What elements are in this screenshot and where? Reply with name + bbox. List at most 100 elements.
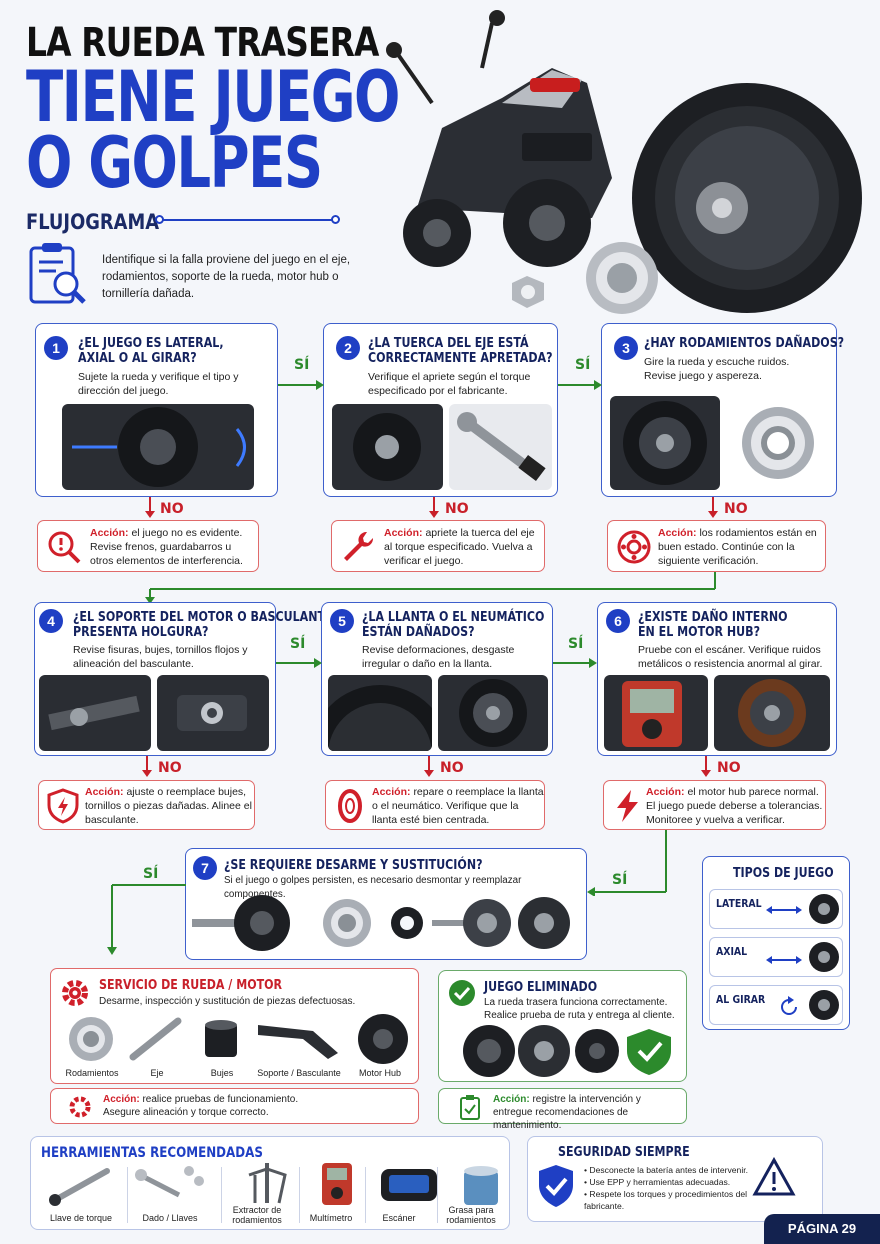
photo-wheel-check <box>62 404 254 490</box>
connector-arrow-back <box>587 830 667 896</box>
yes-label: SÍ <box>612 872 628 888</box>
servicio-description: Desarme, inspección y sustitución de pie… <box>99 996 356 1007</box>
step-number: 2 <box>336 336 360 360</box>
step-number: 4 <box>39 609 63 633</box>
intro-text: Identifique si la falla proviene del jue… <box>102 254 351 300</box>
eliminado-panel: JUEGO ELIMINADO La rueda trasera funcion… <box>438 970 687 1082</box>
tipo-lateral: LATERAL <box>709 889 843 929</box>
arrow-right-icon <box>276 658 322 668</box>
no-label: NO <box>440 760 464 776</box>
subtitle: FLUJOGRAMA <box>26 210 160 234</box>
eliminado-description: La rueda trasera funciona correctamente.… <box>484 997 675 1021</box>
components-image <box>192 895 570 951</box>
tipo-al-girar: AL GIRAR <box>709 985 843 1025</box>
lightning-icon <box>617 790 638 822</box>
step-number: 5 <box>330 609 354 633</box>
shield-check-icon <box>539 1165 573 1207</box>
step-number: 6 <box>606 609 630 633</box>
subtitle-line <box>158 219 336 221</box>
arrow-down-icon <box>708 497 718 518</box>
seguridad-list: • Desconecte la batería antes de interve… <box>584 1165 748 1211</box>
dot-icon <box>155 215 164 224</box>
scooter-wheel-image <box>386 10 862 314</box>
servicio-panel: SERVICIO DE RUEDA / MOTOR Desarme, inspe… <box>50 968 419 1084</box>
arrow-double-horizontal-icon <box>766 956 802 964</box>
photo-bearing <box>728 396 828 490</box>
tool-label: Dado / Llaves <box>142 1213 198 1223</box>
bearing-icon <box>617 530 651 564</box>
clipboard-search-icon <box>29 243 86 304</box>
tool-label: Escáner <box>382 1213 416 1223</box>
servicio-title: SERVICIO DE RUEDA / MOTOR <box>99 978 283 993</box>
yes-label: SÍ <box>143 866 159 882</box>
eliminado-title: JUEGO ELIMINADO <box>484 980 598 995</box>
step-number: 7 <box>193 856 217 880</box>
no-label: NO <box>160 501 184 517</box>
tool-label: Extractor de rodamientos <box>232 1205 282 1225</box>
part-label: Rodamientos <box>65 1068 119 1078</box>
seguridad-title: SEGURIDAD SIEMPRE <box>558 1145 690 1160</box>
action-box-2: Acción: apriete la tuerca del eje al tor… <box>331 520 545 572</box>
step-question: ¿HAY RODAMIENTOS DAÑADOS? <box>644 335 845 351</box>
herramientas-title: HERRAMIENTAS RECOMENDADAS <box>41 1145 263 1161</box>
tipos-title: TIPOS DE JUEGO <box>733 866 834 881</box>
herramientas-panel: HERRAMIENTAS RECOMENDADAS Llave de torqu… <box>30 1136 510 1230</box>
connector-arrow <box>145 572 716 604</box>
yes-label: SÍ <box>575 357 591 373</box>
step-card-7: 7 ¿SE REQUIERE DESARME Y SUSTITUCIÓN? Si… <box>185 848 587 960</box>
step-description: Revise fisuras, bujes, tornillos flojos … <box>73 644 248 670</box>
tool-label: Grasa para rodamientos <box>446 1205 496 1225</box>
dot-icon <box>331 215 340 224</box>
photo-torque-wrench <box>449 404 552 490</box>
tools-image <box>49 1163 498 1206</box>
photo-multimeter <box>604 675 708 751</box>
check-circle-icon <box>449 980 475 1006</box>
arrow-down-icon <box>145 497 155 518</box>
warning-icon <box>752 1157 796 1196</box>
gear-icon <box>62 980 88 1006</box>
hub-motor-icon <box>809 894 839 924</box>
action-box-4: Acción: ajuste o reemplace bujes, tornil… <box>38 780 255 830</box>
no-label: NO <box>158 760 182 776</box>
photo-rim <box>438 675 548 751</box>
search-alert-icon <box>48 531 81 564</box>
step-question: ¿SE REQUIERE DESARME Y SUSTITUCIÓN? <box>224 857 483 873</box>
photo-axle-nut <box>332 404 443 490</box>
yes-label: SÍ <box>294 357 310 373</box>
no-label: NO <box>717 760 741 776</box>
step-description: Pruebe con el escáner. Verifique ruidos … <box>638 644 823 670</box>
photo-wheel-hub <box>610 396 720 490</box>
tool-label: Multímetro <box>309 1213 353 1223</box>
step-number: 1 <box>44 336 68 360</box>
tipos-juego-panel: TIPOS DE JUEGO LATERAL AXIAL AL GIRAR <box>702 856 850 1030</box>
repaired-wheel-image <box>463 1025 671 1077</box>
step-question: ¿EL JUEGO ES LATERAL,AXIAL O AL GIRAR? <box>78 335 224 366</box>
part-label: Soporte / Basculante <box>257 1068 341 1078</box>
hub-motor-icon <box>809 990 839 1020</box>
no-label: NO <box>445 501 469 517</box>
part-label: Motor Hub <box>358 1068 402 1078</box>
arrow-right-icon <box>278 380 324 390</box>
title-line-2: TIENE JUEGO O GOLPES <box>26 56 400 204</box>
step-description: Si el juego o golpes persisten, es neces… <box>224 875 522 900</box>
tire-icon <box>338 789 362 823</box>
part-label: Bujes <box>210 1068 234 1078</box>
step-description: Verifique el apriete según el torque esp… <box>368 371 531 397</box>
step-description: Gire la rueda y escuche ruidos. Revise j… <box>644 356 790 382</box>
arrow-down-icon <box>701 756 711 777</box>
arrow-down-icon <box>142 756 152 777</box>
photo-tire <box>328 675 432 751</box>
arrow-down-icon <box>424 756 434 777</box>
clipboard-check-icon <box>460 1095 480 1120</box>
arrow-down-icon <box>429 497 439 518</box>
photo-swingarm <box>39 675 151 751</box>
step-card-1: 1 ¿EL JUEGO ES LATERAL,AXIAL O AL GIRAR?… <box>35 323 278 497</box>
part-label: Eje <box>150 1068 164 1078</box>
